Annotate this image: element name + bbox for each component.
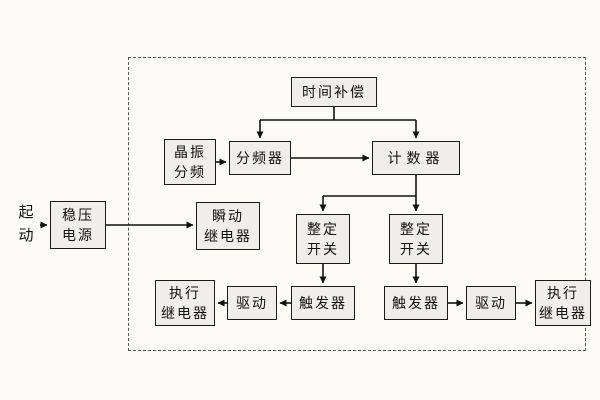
- start-input-label: 起 动: [18, 204, 34, 244]
- node-counter: 计数器: [372, 141, 460, 175]
- node-exec-relay-left: 执行 继电器: [155, 280, 215, 326]
- node-setting-switch-left: 整定 开关: [296, 214, 350, 264]
- node-drive-left: 驱动: [227, 286, 277, 320]
- node-trigger-right: 触发器: [384, 286, 448, 320]
- node-time-compensation: 时间补偿: [291, 77, 377, 107]
- node-crystal-oscillator-divider: 晶振 分频: [164, 139, 216, 185]
- node-setting-switch-right: 整定 开关: [389, 214, 443, 264]
- node-instant-relay: 瞬动 继电器: [196, 202, 260, 250]
- node-power-supply: 稳压 电源: [50, 201, 106, 249]
- node-drive-right: 驱动: [466, 286, 516, 320]
- node-exec-relay-right: 执行 继电器: [535, 280, 591, 326]
- node-frequency-divider: 分频器: [229, 141, 291, 175]
- node-trigger-left: 触发器: [291, 286, 355, 320]
- device-boundary: [128, 57, 586, 351]
